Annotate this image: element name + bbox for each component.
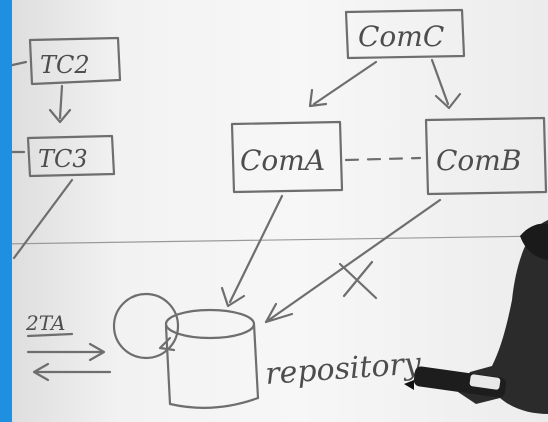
hand-with-marker [404, 220, 548, 414]
marker-label [469, 374, 501, 390]
arrow-coma-to-repository [220, 194, 284, 308]
arrow-comc-to-coma [308, 60, 378, 108]
node-tc3: TC3 [26, 134, 116, 178]
arrow-tc2-to-tc3 [48, 84, 72, 124]
node-tc2-label: TC2 [40, 51, 90, 79]
node-comc: ComC [344, 8, 466, 60]
marker-tip [404, 380, 414, 390]
accent-strip [0, 0, 12, 422]
marker-body [413, 366, 507, 398]
node-comc-label: ComC [358, 20, 444, 53]
twota-label: 2TA [25, 311, 65, 335]
node-comb-label: ComB [436, 144, 521, 177]
arrow-comc-to-comb [430, 58, 462, 110]
double-arrow [26, 342, 112, 382]
board-seam [0, 235, 548, 245]
tc3-outgoing-line [12, 178, 74, 260]
link-coma-comb [344, 156, 422, 162]
arrow-comb-to-repository-crossed [264, 198, 442, 324]
repository-cylinder [164, 308, 260, 409]
node-tc3-label: TC3 [38, 145, 88, 173]
node-comb: ComB [424, 116, 548, 196]
repository-label: repository [264, 346, 423, 392]
twota-underline [26, 332, 74, 338]
node-tc2: TC2 [28, 36, 122, 86]
loop-circle [112, 292, 180, 360]
node-coma-label: ComA [240, 144, 325, 177]
node-coma: ComA [230, 120, 344, 194]
